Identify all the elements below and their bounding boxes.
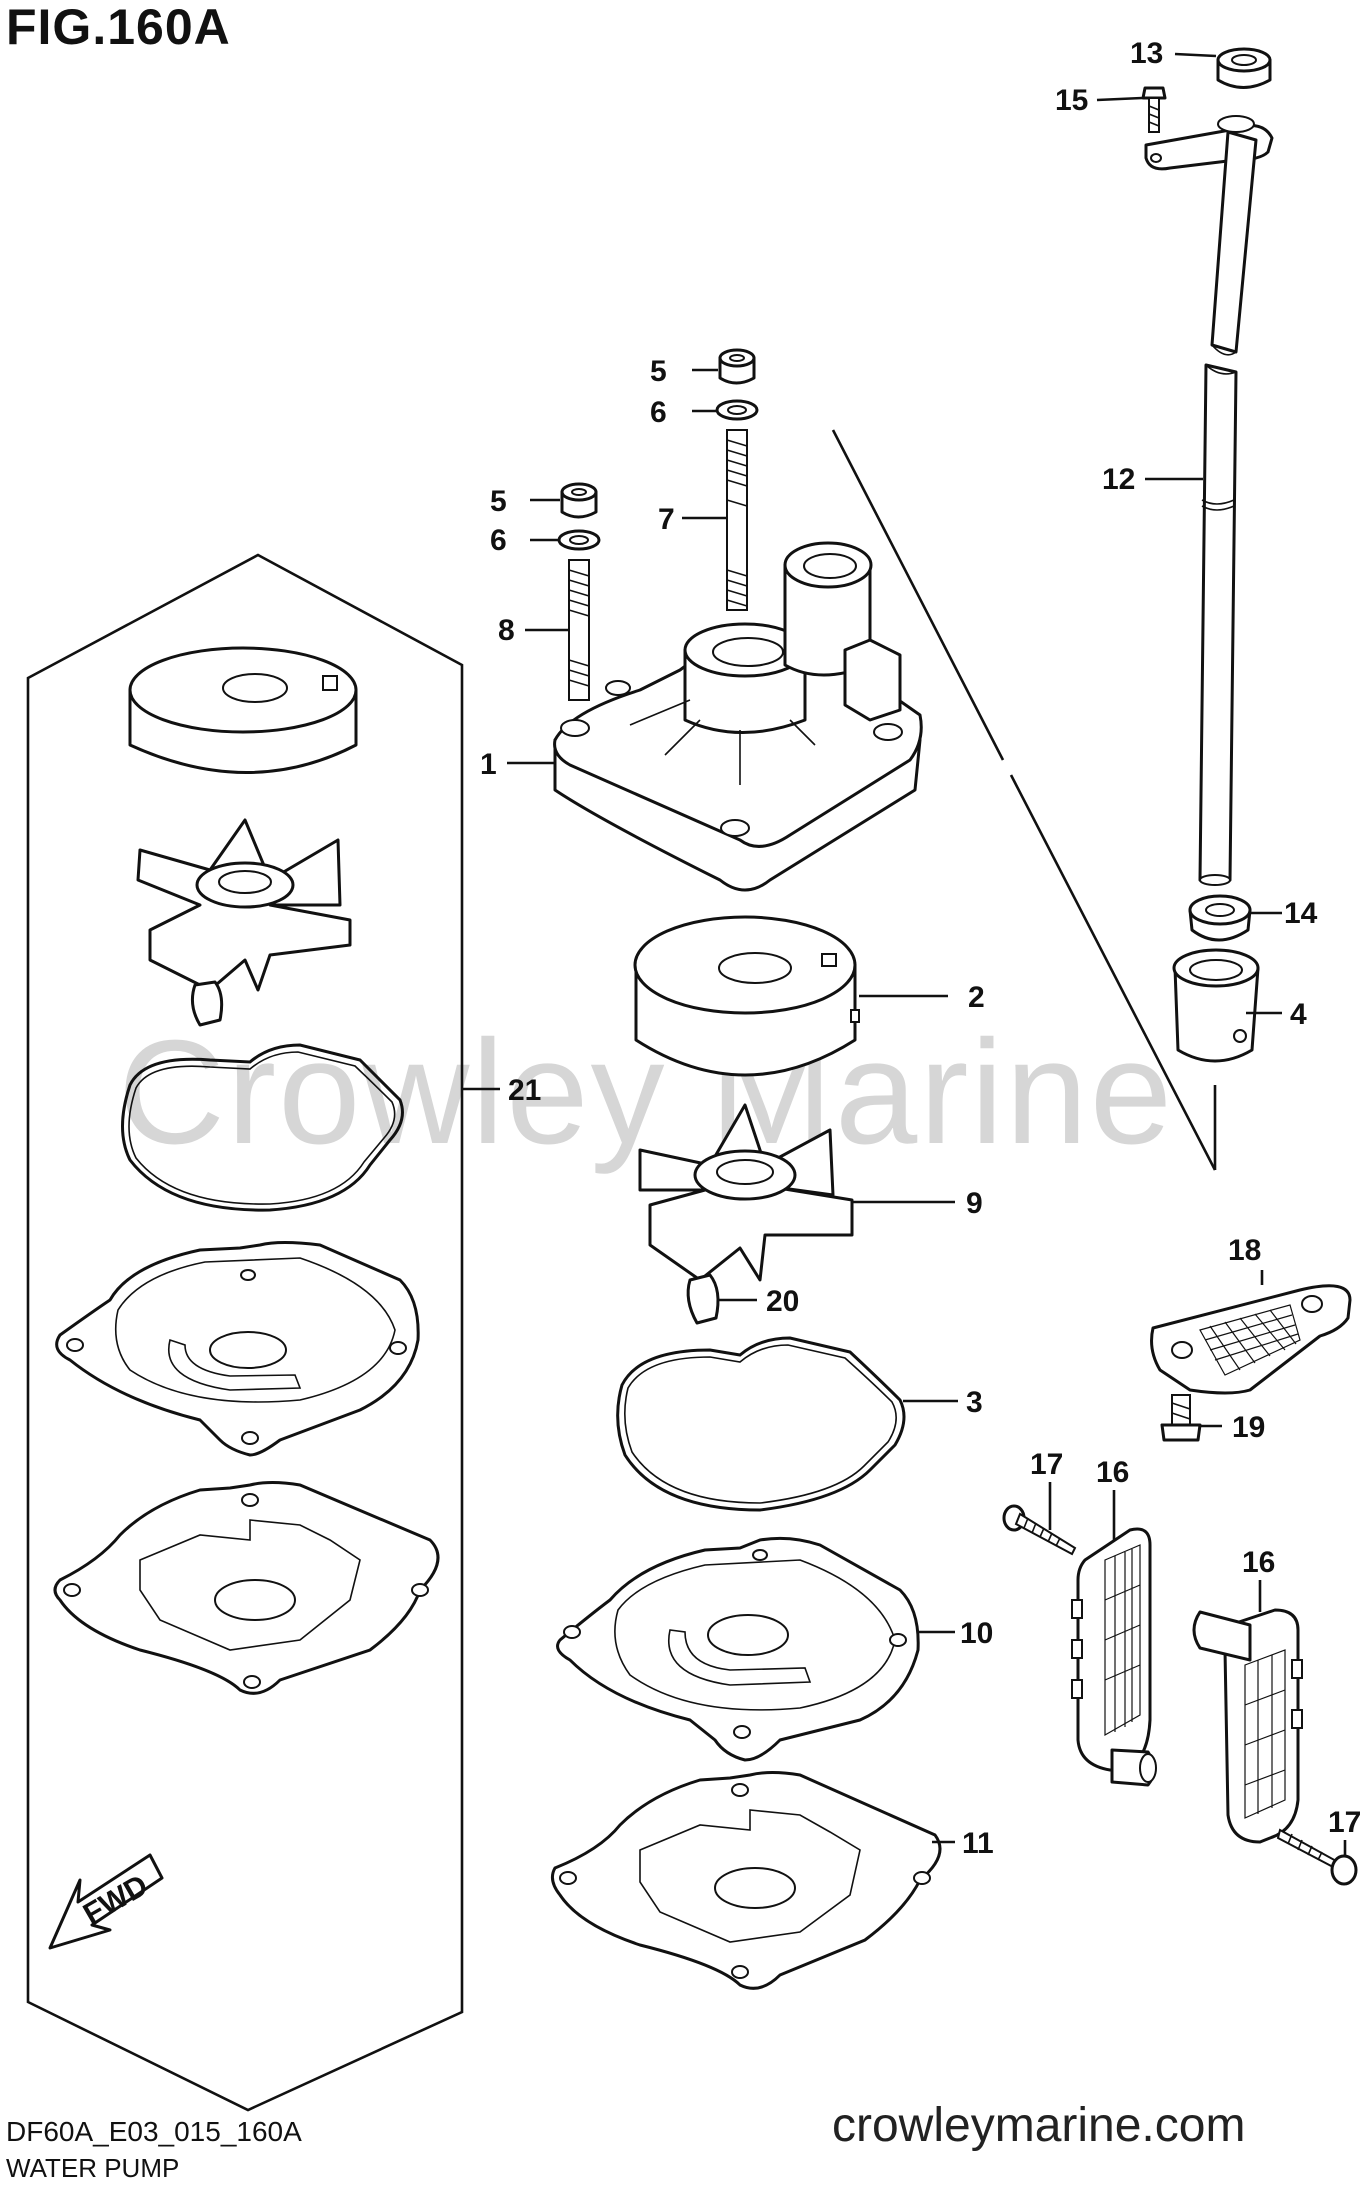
callout-17: 17 <box>1328 1806 1361 1839</box>
kit-plate-gasket <box>53 1481 440 1695</box>
kit-key <box>190 980 224 1027</box>
callout-17: 17 <box>1030 1448 1063 1481</box>
callout-5: 5 <box>490 485 507 518</box>
part-6-washer-upper <box>715 399 759 421</box>
callout-1: 1 <box>480 748 497 781</box>
part-16-screen-right <box>1192 1608 1303 1844</box>
kit-gasket-ring <box>121 1043 404 1212</box>
callout-6: 6 <box>490 524 507 557</box>
callout-18: 18 <box>1228 1234 1261 1267</box>
part-16-screen-left <box>1071 1527 1157 1787</box>
part-3-gasket-ring <box>616 1336 906 1512</box>
part-11-plate-gasket <box>550 1771 942 1990</box>
kit-impeller <box>136 818 352 992</box>
callout-6: 6 <box>650 396 667 429</box>
part-9-impeller <box>638 1103 854 1282</box>
callout-11: 11 <box>962 1827 994 1860</box>
part-8-stud <box>568 559 590 701</box>
callout-15: 15 <box>1055 84 1088 117</box>
callout-21: 21 <box>508 1074 541 1107</box>
assembly-line-lower <box>1009 774 1217 1171</box>
part-5-nut-upper <box>718 348 756 385</box>
callout-16: 16 <box>1242 1546 1275 1579</box>
callout-12: 12 <box>1102 463 1135 496</box>
callout-13: 13 <box>1130 37 1163 70</box>
repair-kit-outline <box>26 553 464 2112</box>
part-4-sleeve <box>1172 948 1260 1063</box>
figure-name: WATER PUMP <box>6 2153 180 2183</box>
part-12-hose <box>1198 130 1258 886</box>
callout-20: 20 <box>766 1285 799 1318</box>
kit-cover-plate <box>55 1241 420 1457</box>
part-18-screen <box>1150 1284 1352 1395</box>
callout-numbers: 13 15 12 5 6 5 6 7 8 1 14 4 2 21 9 18 20… <box>480 37 1361 1860</box>
part-14-grommet <box>1188 894 1252 942</box>
part-10-cover-plate <box>556 1536 920 1762</box>
kit-impeller-housing <box>128 646 358 774</box>
part-7-stud <box>726 429 748 611</box>
assembly-line-upper <box>831 429 1005 761</box>
part-19-bolt <box>1160 1394 1202 1442</box>
figure-title: FIG.160A <box>6 0 231 55</box>
part-20-key <box>686 1273 720 1325</box>
callout-7: 7 <box>658 503 675 536</box>
part-2-impeller-housing <box>633 915 860 1077</box>
callout-3: 3 <box>966 1386 983 1419</box>
part-13-grommet-cap <box>1216 47 1272 89</box>
callout-16: 16 <box>1096 1456 1129 1489</box>
callout-5: 5 <box>650 355 667 388</box>
callout-2: 2 <box>968 981 985 1014</box>
part-1-pump-case <box>553 541 923 892</box>
figure-code: DF60A_E03_015_160A <box>6 2116 302 2147</box>
callout-8: 8 <box>498 614 515 647</box>
callout-19: 19 <box>1232 1411 1265 1444</box>
callout-9: 9 <box>966 1187 983 1220</box>
callout-4: 4 <box>1290 998 1307 1031</box>
part-15-bolt <box>1141 86 1167 133</box>
website-label: crowleymarine.com <box>832 2099 1246 2152</box>
callout-10: 10 <box>960 1617 993 1650</box>
callout-14: 14 <box>1284 897 1318 930</box>
part-6-washer-lower <box>557 529 601 551</box>
part-17-screw-lower <box>1276 1828 1358 1886</box>
part-5-nut-lower <box>560 482 598 519</box>
fwd-arrow-icon <box>48 1853 164 1950</box>
leader-lines <box>463 52 1347 1856</box>
part-17-screw-upper <box>1002 1504 1077 1556</box>
